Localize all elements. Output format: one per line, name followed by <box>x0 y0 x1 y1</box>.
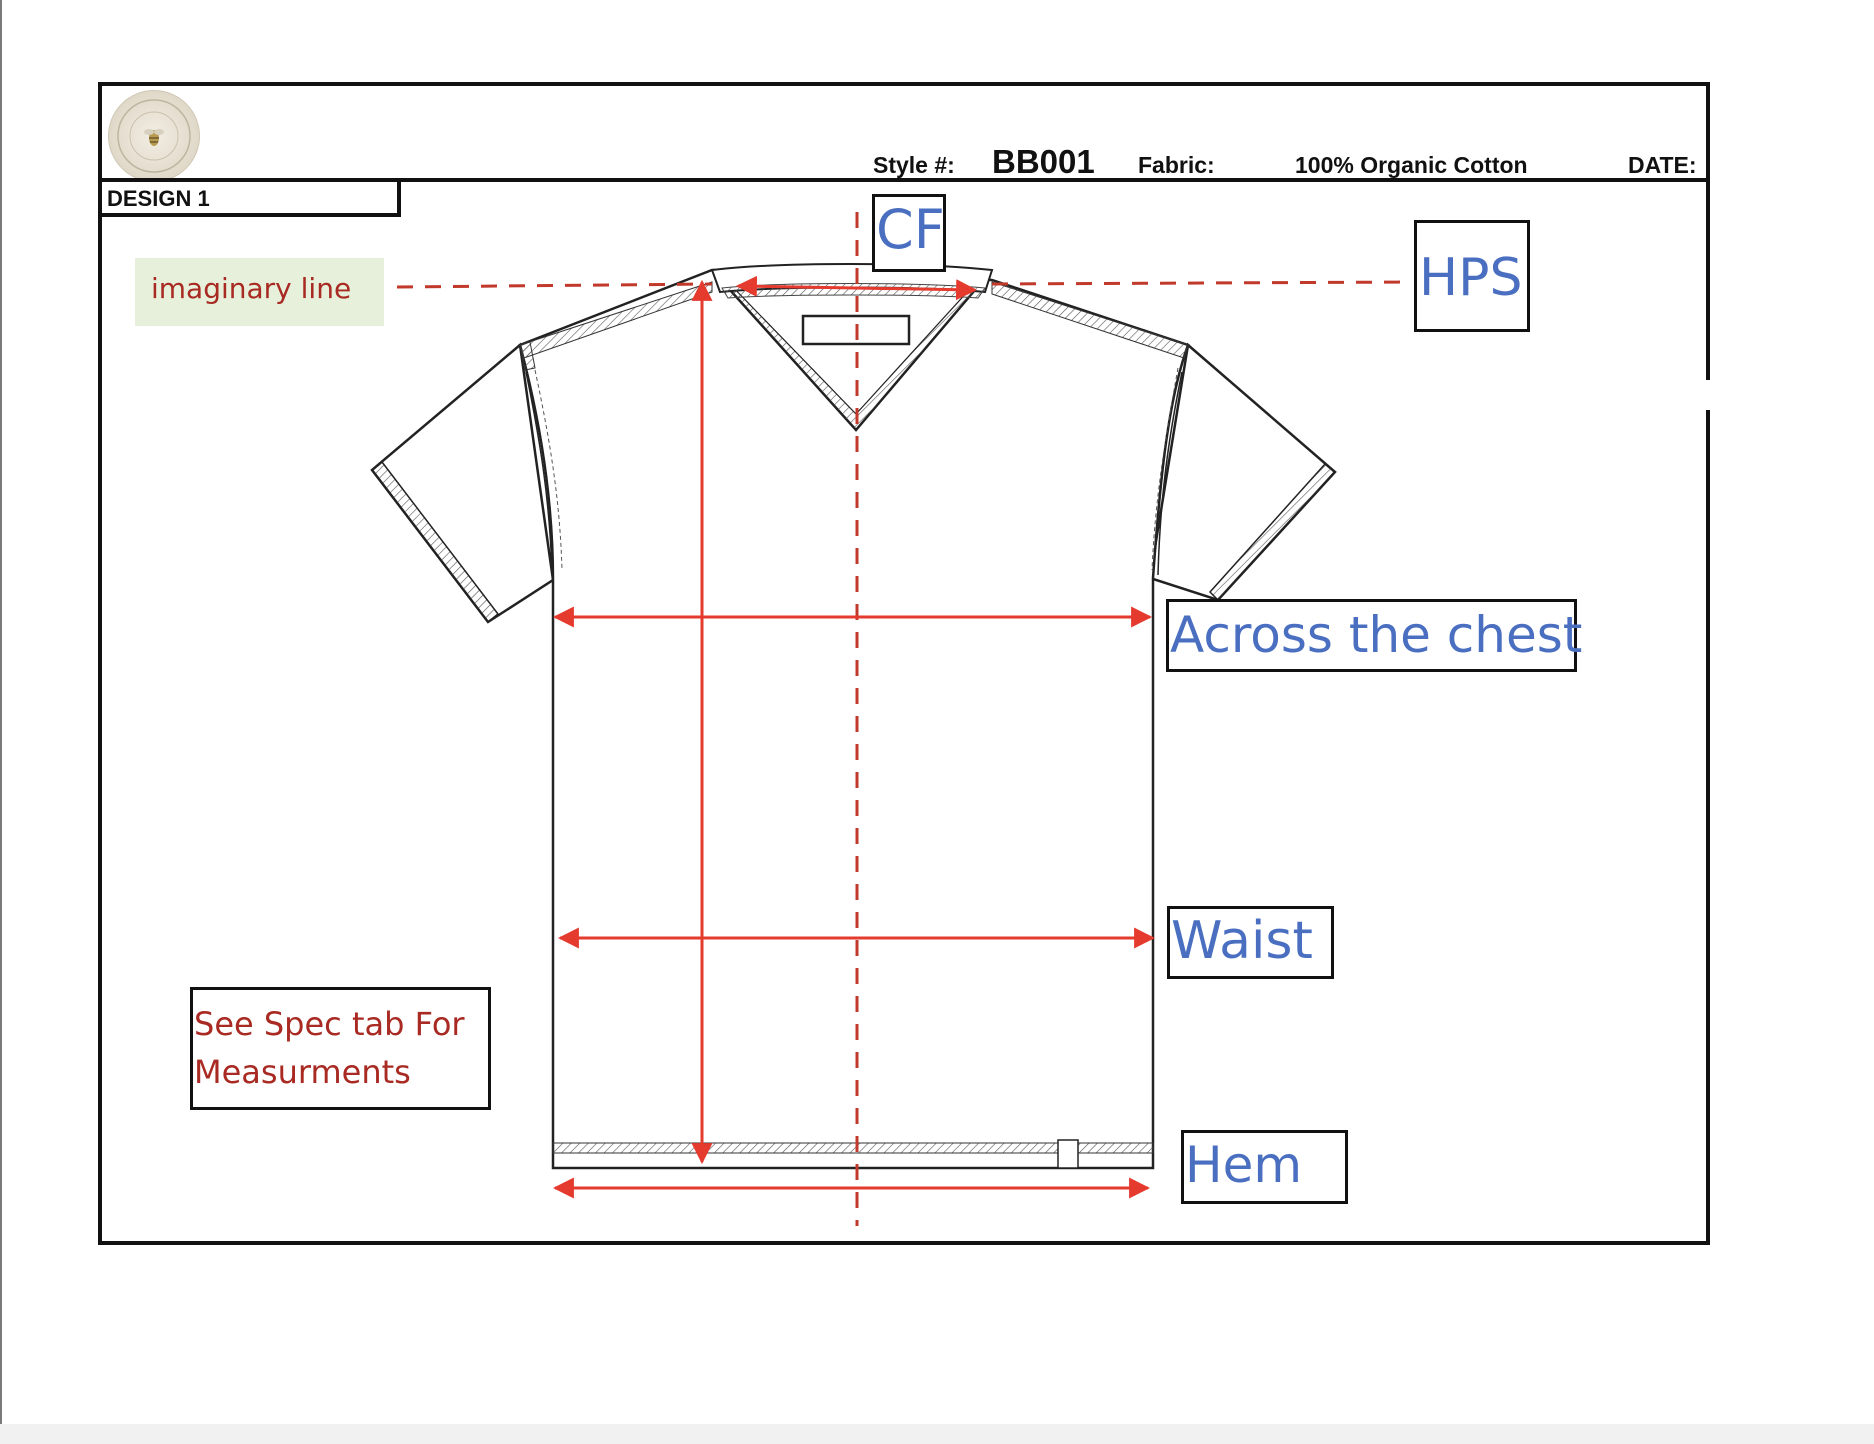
fabric-value: 100% Organic Cotton <box>1295 152 1528 178</box>
style-label: Style #: <box>873 152 955 178</box>
spec-note-line1: See Spec tab For <box>194 1005 465 1043</box>
hem-label: Hem <box>1185 1136 1303 1194</box>
window-bottom-strip <box>0 1424 1874 1444</box>
neck-width-arrow <box>735 275 978 301</box>
imaginary-line-label: imaginary line <box>151 272 352 305</box>
design-label: DESIGN 1 <box>107 186 210 211</box>
across-chest-callout <box>1166 599 1577 672</box>
tshirt-outline <box>370 268 1337 1170</box>
spec-note-line2: Measurments <box>194 1053 411 1091</box>
hem-callout <box>1181 1130 1348 1204</box>
cf-callout <box>872 194 946 272</box>
across-chest-label: Across the chest <box>1170 606 1583 664</box>
frame-gap <box>1702 380 1714 410</box>
window-left-edge <box>0 0 2 1424</box>
cf-label: CF <box>876 198 945 261</box>
style-value: BB001 <box>992 143 1095 180</box>
imaginary-line-highlight <box>135 258 384 326</box>
waist-label: Waist <box>1171 911 1313 971</box>
waist-callout <box>1167 906 1334 979</box>
date-label: DATE: <box>1628 152 1697 178</box>
imaginary-line-left <box>396 282 713 289</box>
header-rule <box>100 178 1708 182</box>
hps-label: HPS <box>1419 248 1523 308</box>
imaginary-line-right <box>991 280 1413 286</box>
spec-note-callout <box>190 987 491 1110</box>
bee-seal-logo <box>108 90 200 182</box>
logo-icon <box>117 99 191 173</box>
fabric-label: Fabric: <box>1138 152 1215 178</box>
hps-callout <box>1414 220 1530 332</box>
design-label-box <box>100 182 401 217</box>
